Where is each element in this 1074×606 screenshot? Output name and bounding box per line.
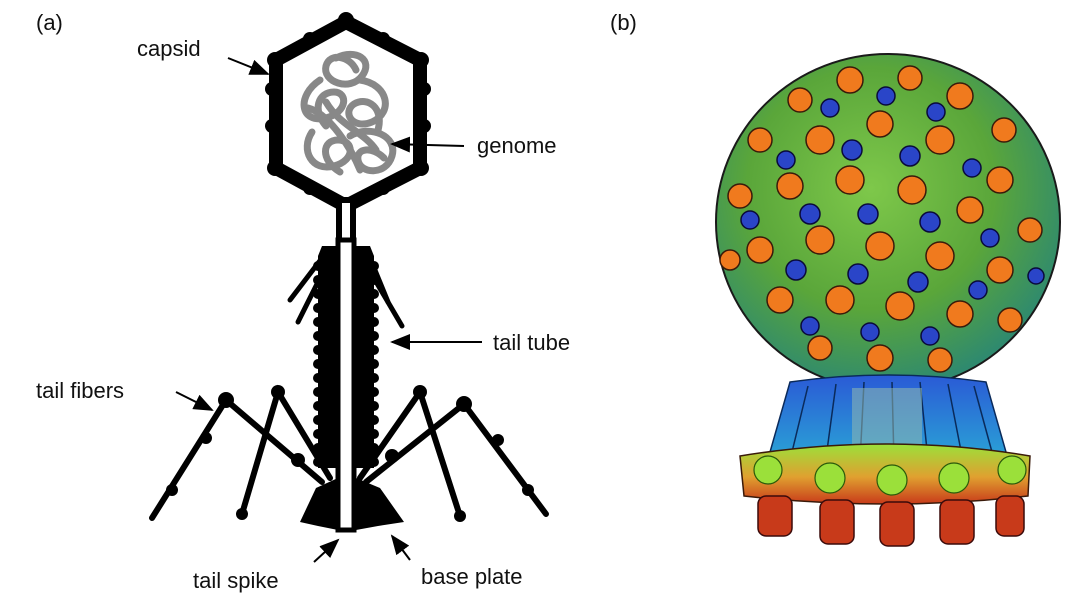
capsid-blue-subunits bbox=[740, 86, 1045, 346]
capsid-knobs bbox=[265, 12, 431, 195]
whiskers bbox=[287, 255, 405, 329]
label-base-plate: base plate bbox=[421, 564, 523, 589]
label-capsid: capsid bbox=[137, 36, 201, 61]
label-tail-tube: tail tube bbox=[493, 330, 571, 355]
arrow-genome bbox=[390, 136, 465, 153]
panel-label-b: (b) bbox=[610, 10, 637, 35]
annotation-arrows bbox=[175, 57, 482, 563]
capsid-sphere bbox=[715, 53, 1061, 391]
panel-label-a: (a) bbox=[36, 10, 63, 35]
arrow-tail-fibers bbox=[175, 391, 214, 411]
tail-fiber-cage bbox=[769, 374, 1007, 464]
arrow-capsid bbox=[227, 57, 270, 75]
label-genome: genome bbox=[477, 133, 557, 158]
label-tail-fibers: tail fibers bbox=[36, 378, 125, 403]
tail-tube bbox=[335, 237, 357, 533]
arrow-tail-spike bbox=[313, 538, 340, 563]
arrow-base-plate bbox=[390, 534, 411, 561]
base-plate-ring bbox=[739, 443, 1031, 547]
label-tail-spike: tail spike bbox=[193, 568, 279, 593]
fiber-joints bbox=[166, 385, 534, 522]
capsid-orange-subunits bbox=[719, 65, 1043, 373]
base-plate bbox=[300, 478, 404, 530]
genome-strand bbox=[300, 50, 397, 176]
